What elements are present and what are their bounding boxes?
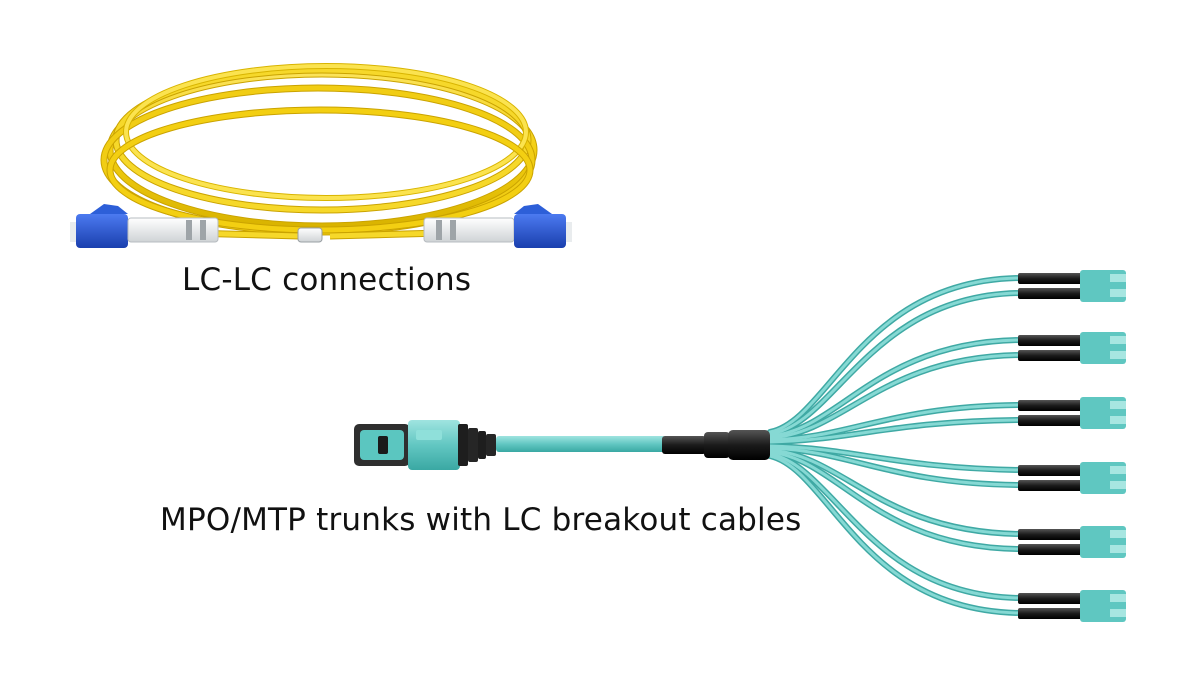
lc-connector-pair-2 xyxy=(1018,332,1126,364)
lc-connector-pair-4 xyxy=(1018,462,1126,494)
mpo-breakout-cable-icon xyxy=(354,270,1126,622)
lc-connector-pair-3 xyxy=(1018,397,1126,429)
lc-lc-patch-cable-icon xyxy=(70,63,572,248)
lc-lc-caption: LC-LC connections xyxy=(182,262,472,298)
lc-connector-pair-5 xyxy=(1018,526,1126,558)
lc-connector-pair-1 xyxy=(1018,270,1126,302)
lc-connector-pair-6 xyxy=(1018,590,1126,622)
mpo-mtp-caption: MPO/MTP trunks with LC breakout cables xyxy=(160,502,802,538)
